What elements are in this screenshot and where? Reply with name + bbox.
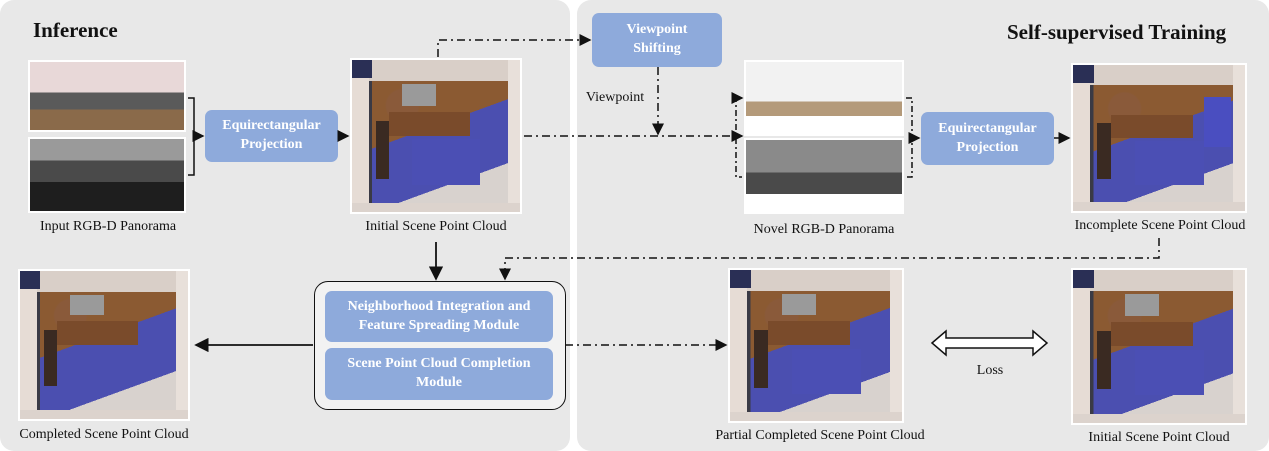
equirectangular-projection-box: Equirectangular Projection	[205, 110, 338, 162]
input-rgb-panorama	[28, 60, 186, 132]
scene-completion-module-box: Scene Point Cloud Completion Module	[325, 348, 553, 400]
initial-point-cloud-image	[350, 58, 522, 214]
partial-completed-point-cloud-image	[728, 268, 904, 423]
partial-completed-caption: Partial Completed Scene Point Cloud	[715, 428, 925, 443]
inference-title: Inference	[33, 18, 118, 42]
loss-label: Loss	[976, 363, 1004, 378]
completed-point-cloud-caption: Completed Scene Point Cloud	[19, 427, 189, 442]
incomplete-point-cloud-caption: Incomplete Scene Point Cloud	[1074, 218, 1246, 233]
viewpoint-shifting-box: Viewpoint Shifting	[592, 13, 722, 67]
novel-rgb-panorama	[744, 60, 904, 136]
incomplete-point-cloud-image	[1071, 63, 1247, 213]
novel-depth-panorama	[744, 138, 904, 214]
initial-point-cloud-caption: Initial Scene Point Cloud	[365, 219, 507, 234]
training-title: Self-supervised Training	[1007, 20, 1227, 44]
initial-point-cloud-gt-image	[1071, 268, 1247, 425]
initial-point-cloud-gt-caption: Initial Scene Point Cloud	[1088, 430, 1230, 445]
novel-panorama-caption: Novel RGB-D Panorama	[753, 222, 895, 237]
input-panorama-caption: Input RGB-D Panorama	[39, 219, 177, 234]
neighborhood-integration-module-box: Neighborhood Integration and Feature Spr…	[325, 291, 553, 342]
viewpoint-label: Viewpoint	[585, 90, 645, 105]
equirectangular-projection-box-2: Equirectangular Projection	[921, 112, 1054, 165]
completed-point-cloud-image	[18, 269, 190, 421]
input-depth-panorama	[28, 137, 186, 213]
